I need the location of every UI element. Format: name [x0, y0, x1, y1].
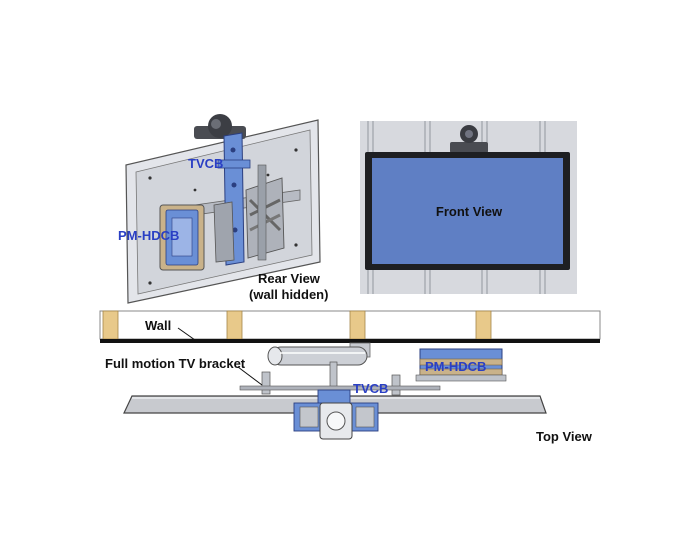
- rear-view-panel: TVCB PM-HDCB Rear View (wall hidden): [118, 114, 328, 304]
- front-view-caption: Front View: [436, 204, 503, 219]
- pm-hdcb-box-rear: [159, 204, 205, 271]
- top-view-panel: Full motion TV bracket PM-HDCB TVCB Top …: [105, 342, 593, 444]
- bracket-label: Full motion TV bracket: [105, 356, 246, 371]
- pm-hdcb-box-top: [415, 348, 507, 382]
- tvcb-label-rear: TVCB: [188, 156, 223, 171]
- camera-icon-front: [450, 125, 488, 153]
- tvcb-bracket-top: [293, 389, 379, 440]
- rear-view-caption: Rear View: [258, 271, 321, 286]
- wall-hidden-caption: (wall hidden): [249, 287, 328, 302]
- wall-label: Wall: [145, 318, 171, 333]
- bracket-arm-top: [239, 346, 441, 396]
- tv-screen: [372, 158, 563, 264]
- front-view-panel: Front View: [360, 121, 577, 294]
- pm-hdcb-label-top: PM-HDCB: [425, 359, 486, 374]
- top-view-caption: Top View: [536, 429, 593, 444]
- wall-section: Wall: [99, 310, 601, 343]
- pm-hdcb-label-rear: PM-HDCB: [118, 228, 179, 243]
- tvcb-label-top: TVCB: [353, 381, 388, 396]
- mount-arms-rear: [213, 164, 285, 263]
